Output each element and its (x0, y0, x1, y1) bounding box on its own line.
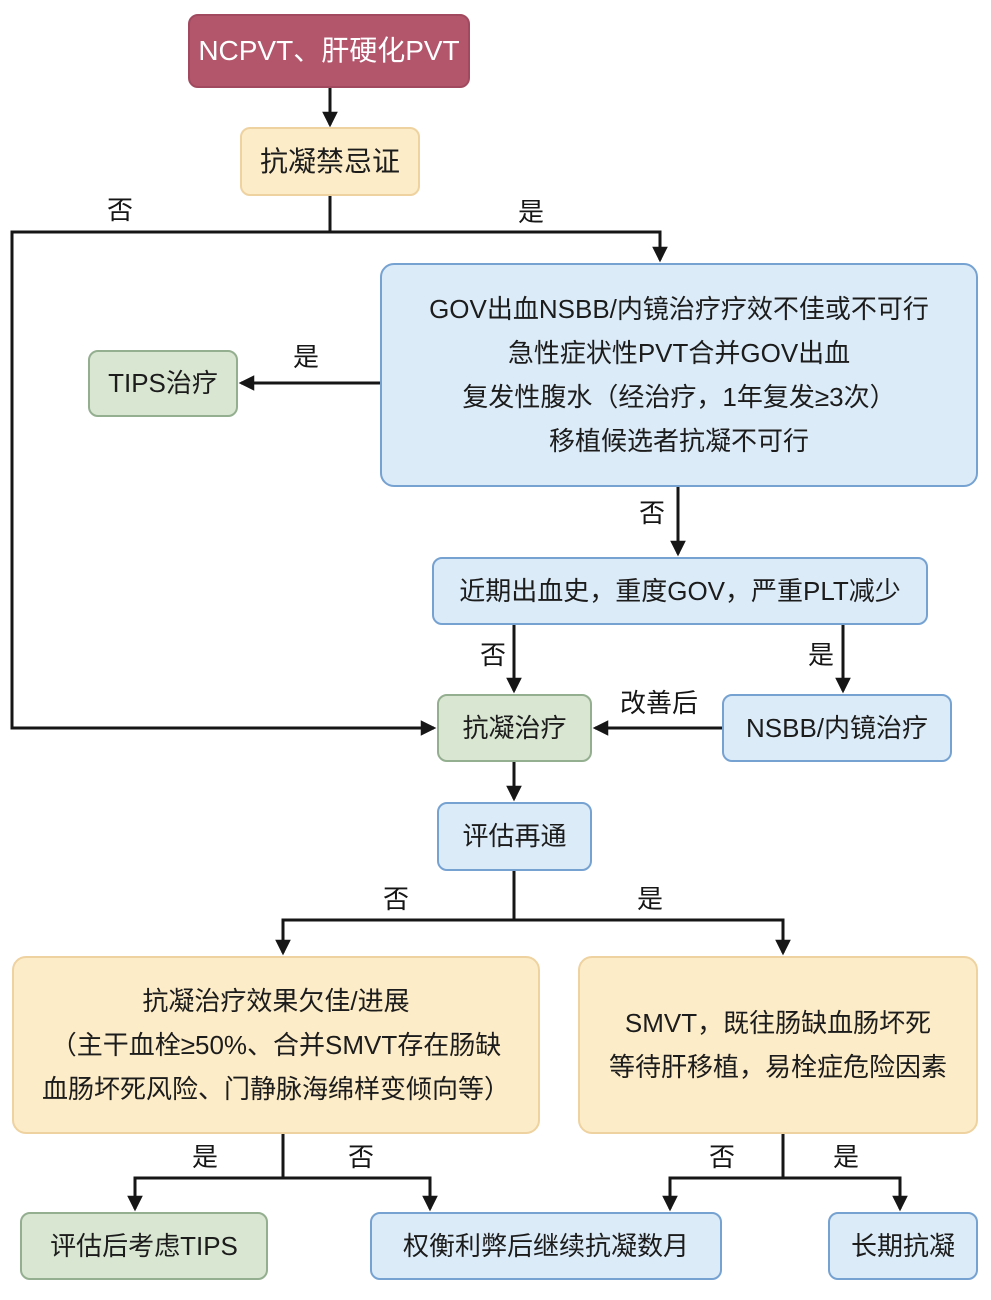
node-start: NCPVT、肝硬化PVT (188, 14, 470, 88)
edge-label-improved: 改善后 (615, 690, 703, 716)
node-contra-label: 抗凝禁忌证 (259, 145, 400, 177)
node-start-label: NCPVT、肝硬化PVT (198, 35, 460, 67)
node-line: GOV出血NSBB/内镜治疗疗效不佳或不可行 (429, 293, 929, 324)
node-nsbb-endoscopy: NSBB/内镜治疗 (722, 694, 952, 762)
edge-label-yes: 是 (828, 1144, 864, 1170)
node-line: 血肠坏死风险、门静脉海绵样变倾向等） (41, 1074, 510, 1105)
node-continue-anticoagulation: 权衡利弊后继续抗凝数月 (370, 1212, 722, 1280)
node-poor-response: 抗凝治疗效果欠佳/进展 （主干血栓≥50%、合并SMVT存在肠缺 血肠坏死风险、… (12, 956, 540, 1134)
node-nsbb-label: NSBB/内镜治疗 (745, 712, 929, 743)
edge-label-no: 否 (343, 1144, 379, 1170)
node-consider-tips: 评估后考虑TIPS (20, 1212, 268, 1280)
node-anticoagulation-contraindication: 抗凝禁忌证 (240, 127, 420, 196)
node-anticoagulation-therapy: 抗凝治疗 (437, 694, 592, 762)
node-longterm-label: 长期抗凝 (850, 1230, 955, 1261)
node-anticoag-label: 抗凝治疗 (462, 712, 567, 743)
node-smvt-risk: SMVT，既往肠缺血肠坏死 等待肝移植，易栓症危险因素 (578, 956, 978, 1134)
edge-label-no: 否 (378, 886, 414, 912)
node-tips-treatment: TIPS治疗 (88, 350, 238, 417)
node-assess-recanalization: 评估再通 (437, 802, 592, 871)
node-line: 急性症状性PVT合并GOV出血 (507, 337, 851, 368)
edge-label-yes: 是 (288, 344, 324, 370)
node-line: 移植候选者抗凝不可行 (548, 426, 809, 457)
edge-label-no: 否 (475, 642, 511, 668)
node-tips-label: TIPS治疗 (108, 368, 218, 399)
node-line: 等待肝移植，易栓症危险因素 (608, 1052, 947, 1082)
node-recent-bleeding: 近期出血史，重度GOV，严重PLT减少 (432, 557, 928, 625)
edge-label-yes: 是 (632, 886, 668, 912)
edge-label-yes: 是 (803, 642, 839, 668)
node-line: 复发性腹水（经治疗，1年复发≥3次） (462, 382, 896, 412)
node-recent-label: 近期出血史，重度GOV，严重PLT减少 (459, 575, 901, 606)
node-line: 抗凝治疗效果欠佳/进展 (142, 985, 410, 1016)
node-line: （主干血栓≥50%、合并SMVT存在肠缺 (50, 1029, 502, 1060)
node-recanal-label: 评估再通 (462, 821, 567, 852)
node-consider-tips-label: 评估后考虑TIPS (50, 1230, 238, 1261)
edge-label-yes: 是 (513, 199, 549, 225)
node-longterm-anticoagulation: 长期抗凝 (828, 1212, 978, 1280)
node-tips-criteria: GOV出血NSBB/内镜治疗疗效不佳或不可行 急性症状性PVT合并GOV出血 复… (380, 263, 978, 487)
edge-label-no: 否 (634, 500, 670, 526)
edge-label-yes: 是 (187, 1144, 223, 1170)
node-continue-label: 权衡利弊后继续抗凝数月 (402, 1230, 689, 1261)
node-line: SMVT，既往肠缺血肠坏死 (624, 1007, 932, 1038)
edge-label-no: 否 (102, 197, 138, 223)
edge-label-no: 否 (704, 1144, 740, 1170)
